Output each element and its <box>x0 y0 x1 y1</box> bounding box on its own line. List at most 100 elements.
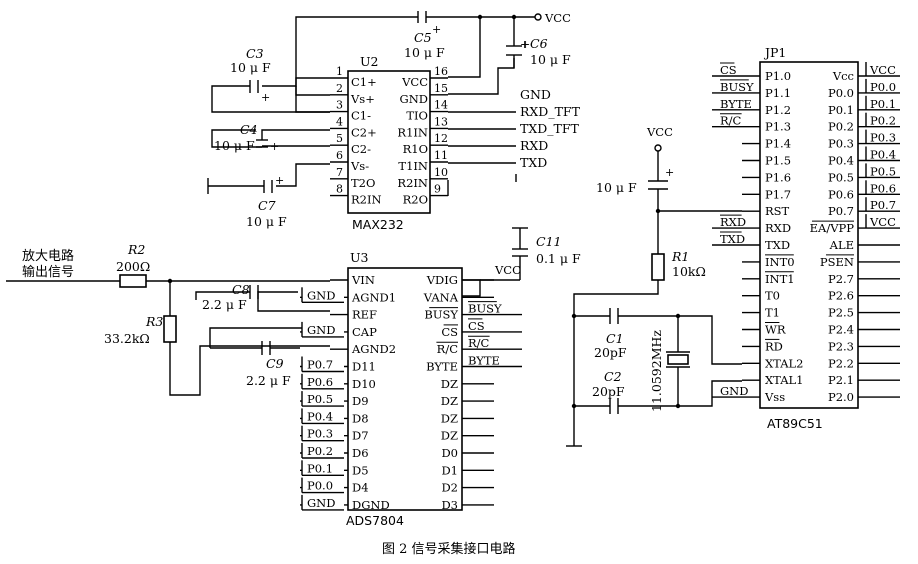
max232-component-labels: C3 10 μ F C4 10 μ F C5 + 10 μ F + C6 10 … <box>214 23 571 229</box>
at89c51-pin-label: INT1 <box>765 272 795 286</box>
r1-value: 10kΩ <box>672 264 706 279</box>
c11-value: 0.1 μ F <box>536 251 581 266</box>
c9-value: 2.2 μ F <box>246 373 291 388</box>
ads7804-pin-label: D6 <box>352 446 369 460</box>
max232-net-label: RXD_TFT <box>520 104 581 119</box>
max232-pin-label: GND <box>400 92 428 106</box>
max232-pin-num: 6 <box>336 149 343 162</box>
max232-pin-num: 1 <box>336 65 343 78</box>
max232-chip: U2 MAX232 1C1+2Vs+3C1-4C2+5C2-6Vs-7T2O8R… <box>330 54 448 232</box>
crst-value: 10 μ F <box>596 180 637 195</box>
ads7804-pin-label: AGND2 <box>351 342 396 356</box>
svg-text:+: + <box>275 174 284 187</box>
ads7804-net-label: GND <box>307 496 335 510</box>
ads7804-pin-label: BYTE <box>426 360 458 374</box>
ads7804-net-label: P0.2 <box>307 444 333 458</box>
c2-name: C2 <box>604 369 622 384</box>
max232-pin-label: R2O <box>403 193 428 207</box>
at89c51-net-label: BUSY <box>720 80 754 94</box>
max232-pin-num: 12 <box>434 132 448 145</box>
at89c51-net-label: P0.5 <box>870 164 896 178</box>
at89c51-name: AT89C51 <box>767 416 823 431</box>
at89c51-pin-label: P2.1 <box>828 373 854 387</box>
at89c51-ref: JP1 <box>763 45 786 60</box>
max232-pin-label: R2IN <box>351 193 382 207</box>
crystal-value: 11.0592MHz <box>649 330 664 412</box>
at89c51-pin-label: RXD <box>765 221 791 235</box>
at89c51-pin-label: P0.2 <box>828 120 854 134</box>
svg-text:+: + <box>261 91 270 104</box>
max232-net-label: TXD <box>520 155 547 170</box>
at89c51-pin-label: INT0 <box>765 255 795 269</box>
vcc-label-ads: VCC <box>494 263 521 277</box>
max232-body <box>347 70 431 214</box>
at89c51-pin-label: EA/VPP <box>810 221 855 235</box>
c7-value: 10 μ F <box>246 214 287 229</box>
max232-pin-label: C1- <box>351 109 371 123</box>
at89c51-pin-label: P1.1 <box>765 86 791 100</box>
at89c51-net-label: P0.7 <box>870 198 896 212</box>
ads7804-pin-label: D0 <box>441 446 458 460</box>
ads7804-pin-label: CS <box>441 325 458 339</box>
at89c51-pin-label: P0.6 <box>828 187 854 201</box>
r2-resistor <box>119 274 147 288</box>
at89c51-pin-label: XTAL1 <box>765 373 804 387</box>
ads7804-net-label: P0.0 <box>307 479 333 493</box>
ads7804-pin-label: D1 <box>441 463 458 477</box>
ads7804-pin-label: BUSY <box>424 308 458 322</box>
at89c51-pin-label: P0.3 <box>828 137 854 151</box>
at89c51-pin-label: P2.2 <box>828 356 854 370</box>
at89c51-pin-label: P0.4 <box>828 154 854 168</box>
c9-name: C9 <box>266 356 284 371</box>
r1-resistor <box>651 253 665 281</box>
max232-name: MAX232 <box>352 217 404 232</box>
at89c51-net-label: BYTE <box>720 97 752 111</box>
at89c51-pin-label: T1 <box>765 306 780 320</box>
c6-name: C6 <box>530 36 548 51</box>
ads7804-pin-label: D2 <box>441 481 458 495</box>
ads7804-net-label: P0.7 <box>307 358 333 372</box>
max232-ref: U2 <box>360 54 379 69</box>
at89c51-pin-label: P1.6 <box>765 170 791 184</box>
c1-name: C1 <box>606 331 624 346</box>
c4-name: C4 <box>240 122 258 137</box>
at89c51-chip: JP1 AT89C51 P1.0CSP1.1BUSYP1.2BYTEP1.3R/… <box>712 45 900 431</box>
ads7804-net-label: BYTE <box>468 354 500 368</box>
svg-text:+: + <box>432 23 441 36</box>
ads7804-pin-label: D3 <box>441 498 458 512</box>
c4-value: 10 μ F <box>214 138 255 153</box>
max232-pin-num: 5 <box>336 132 343 145</box>
ads7804-net-label: P0.1 <box>307 461 333 475</box>
ads7804-pin-label: VIN <box>351 273 375 287</box>
figure-caption: 图 2 信号采集接口电路 <box>382 541 516 557</box>
c1-value: 20pF <box>594 345 627 360</box>
c5-name: C5 <box>414 30 432 45</box>
max232-pin-num: 15 <box>434 82 448 95</box>
ads7804-body <box>347 267 463 511</box>
c3-name: C3 <box>246 46 264 61</box>
ads7804-pin-label: REF <box>352 308 377 322</box>
ads7804-pin-label: D4 <box>352 481 369 495</box>
at89c51-pin-label: XTAL2 <box>765 356 804 370</box>
at89c51-pin-label: ALE <box>829 238 854 252</box>
r3-resistor <box>163 315 177 343</box>
ads7804-net-label: P0.4 <box>307 409 333 423</box>
max232-pin-num: 13 <box>434 115 448 128</box>
c3-value: 10 μ F <box>230 60 271 75</box>
ads7804-pin-label: DZ <box>441 377 458 391</box>
ads7804-pin-label: DZ <box>441 429 458 443</box>
c5-value: 10 μ F <box>404 45 445 60</box>
at89c51-pin-label: P0.1 <box>828 103 854 117</box>
ads7804-pin-label: DZ <box>441 394 458 408</box>
max232-pin-num: 14 <box>434 99 448 112</box>
at89c51-net-label: P0.0 <box>870 80 896 94</box>
r3-name: R3 <box>145 314 163 329</box>
ads7804-pin-label: AGND1 <box>351 290 396 304</box>
max232-pin-num: 7 <box>336 166 343 179</box>
ads7804-chip: U3 ADS7804 VINAGND1GNDREFCAPGNDAGND2D11P… <box>300 250 522 528</box>
svg-text:+: + <box>521 38 530 51</box>
at89c51-body <box>759 61 859 409</box>
at89c51-pin-label: P0.5 <box>828 170 854 184</box>
